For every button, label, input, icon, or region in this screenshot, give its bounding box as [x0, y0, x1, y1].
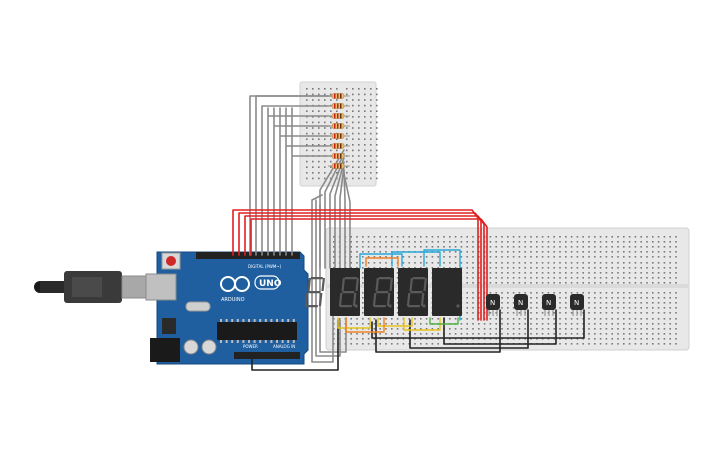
wire-layer[interactable] — [232, 95, 585, 371]
ground-wire[interactable] — [371, 309, 585, 339]
display-segment — [373, 305, 386, 308]
arduino-uno-board[interactable]: ARDUINO UNO DIGITAL (PWM~) POWER ANALOG … — [145, 251, 309, 365]
display-segment — [407, 305, 420, 308]
jumper-wire[interactable] — [345, 317, 385, 333]
jumper-wire[interactable] — [377, 317, 413, 327]
display-segment — [423, 278, 427, 291]
npn-transistor[interactable]: N — [542, 294, 556, 316]
resistor[interactable] — [328, 163, 350, 169]
crystal-oscillator-icon — [185, 301, 211, 312]
display-segment — [341, 278, 345, 291]
display-segment — [352, 293, 357, 306]
display-segment — [321, 278, 325, 291]
seven-segment-display[interactable] — [406, 268, 462, 316]
npn-transistor[interactable]: N — [514, 294, 528, 316]
jumper-wire[interactable] — [359, 253, 403, 269]
board-digital-label: DIGITAL (PWM~) — [248, 264, 282, 269]
decimal-point — [354, 304, 358, 308]
display-segment — [339, 305, 352, 308]
display-segment — [372, 293, 377, 306]
resistor[interactable] — [328, 103, 350, 109]
microcontroller-chip-icon — [217, 319, 297, 343]
resistor[interactable] — [328, 113, 350, 119]
board-brand-label: ARDUINO — [221, 297, 245, 303]
board-model-badge: UNO — [254, 275, 282, 290]
power-wire[interactable] — [232, 209, 479, 321]
display-segment — [355, 278, 359, 291]
board-model-label: UNO — [259, 279, 282, 289]
ground-wire[interactable] — [251, 319, 339, 371]
signal-wire[interactable] — [249, 95, 333, 256]
board-analog-label: ANALOG IN — [273, 344, 295, 349]
segment-wire[interactable] — [343, 169, 346, 269]
display-segment — [344, 277, 357, 280]
npn-transistor[interactable]: N — [486, 294, 500, 316]
capacitor-icon — [183, 339, 217, 355]
jumper-wire[interactable] — [365, 257, 399, 267]
display-segment — [386, 293, 391, 306]
signal-wire[interactable] — [261, 105, 331, 256]
display-segment — [310, 277, 323, 280]
display-segment — [308, 291, 321, 294]
resistor[interactable] — [328, 133, 350, 139]
display-segment — [420, 293, 425, 306]
resistor[interactable] — [328, 93, 350, 99]
decimal-point — [456, 304, 460, 308]
display-segment — [305, 305, 318, 308]
display-segment — [338, 293, 343, 306]
board-power-label: POWER — [243, 344, 258, 349]
jumper-wire[interactable] — [429, 317, 459, 325]
ground-wire[interactable] — [375, 309, 501, 353]
jumper-wire[interactable] — [337, 317, 371, 329]
segment-wire[interactable] — [329, 157, 345, 269]
dc-power-jack-icon — [150, 338, 180, 362]
ground-wire[interactable] — [443, 309, 557, 345]
transistor-label: N — [490, 299, 495, 307]
power-wire[interactable] — [238, 212, 482, 321]
display-segment — [412, 277, 425, 280]
resistor[interactable] — [328, 123, 350, 129]
transistor-label: N — [518, 299, 523, 307]
ground-wire[interactable] — [409, 309, 529, 349]
display-segment — [304, 293, 309, 306]
transistor-label: N — [574, 299, 579, 307]
jumper-wire[interactable] — [391, 251, 441, 267]
display-segment — [378, 277, 391, 280]
reset-button-icon[interactable] — [161, 252, 181, 270]
seven-segment-display-array[interactable] — [304, 268, 462, 316]
small-breadboard-holes — [306, 88, 378, 180]
segment-wire[interactable] — [311, 194, 334, 363]
display-segment — [375, 278, 379, 291]
signal-wire[interactable] — [291, 107, 331, 256]
npn-transistor[interactable]: N — [570, 294, 584, 316]
signal-wire[interactable] — [267, 107, 331, 256]
segment-wire[interactable] — [339, 165, 345, 269]
decimal-point — [422, 304, 426, 308]
display-segment — [318, 293, 323, 306]
signal-wire[interactable] — [273, 107, 331, 256]
transistor-label: N — [546, 299, 551, 307]
display-segment — [307, 278, 311, 291]
resistor[interactable] — [328, 153, 350, 159]
display-segment — [409, 278, 413, 291]
power-wire[interactable] — [250, 218, 488, 321]
resistor-array[interactable] — [328, 93, 350, 169]
display-segment — [376, 291, 389, 294]
display-segment — [410, 291, 423, 294]
decimal-point — [388, 304, 392, 308]
usb-port — [145, 273, 177, 301]
arduino-infinity-logo-icon — [220, 276, 250, 292]
segment-wire[interactable] — [343, 173, 351, 269]
power-wire[interactable] — [244, 215, 485, 321]
segment-wire[interactable] — [334, 161, 345, 269]
voltage-regulator — [162, 318, 176, 334]
resistor[interactable] — [328, 143, 350, 149]
display-segment — [342, 291, 355, 294]
signal-wire[interactable] — [279, 107, 331, 256]
signal-wire[interactable] — [285, 107, 331, 256]
display-segment — [406, 293, 411, 306]
display-segment — [389, 278, 393, 291]
